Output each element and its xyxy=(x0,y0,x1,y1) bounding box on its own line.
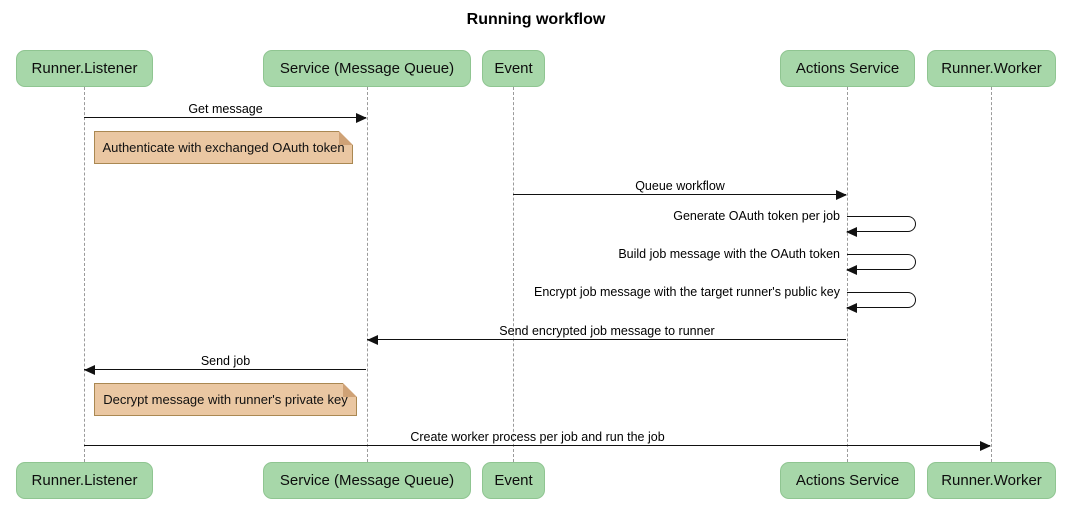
self-loop-encrypt-job-message xyxy=(846,292,916,313)
lifeline-service-message-queue xyxy=(367,87,368,462)
participant-label: Runner.Worker xyxy=(941,472,1042,489)
message-arrow-get-message xyxy=(84,113,367,123)
participant-actions-service-top: Actions Service xyxy=(780,50,915,87)
participant-label: Runner.Listener xyxy=(31,472,138,489)
message-label-generate-oauth-token: Generate OAuth token per job xyxy=(673,209,840,223)
participant-runner-listener-bottom: Runner.Listener xyxy=(16,462,153,499)
note-label: Decrypt message with runner's private ke… xyxy=(103,392,348,407)
self-loop-generate-oauth-token xyxy=(846,216,916,237)
participant-event-top: Event xyxy=(482,50,545,87)
participant-service-message-queue-top: Service (Message Queue) xyxy=(263,50,471,87)
self-loop-build-job-message xyxy=(846,254,916,275)
participant-event-bottom: Event xyxy=(482,462,545,499)
message-label-create-worker-process: Create worker process per job and run th… xyxy=(410,430,665,444)
message-arrow-send-job xyxy=(84,365,367,375)
participant-service-message-queue-bottom: Service (Message Queue) xyxy=(263,462,471,499)
lifeline-runner-worker xyxy=(991,87,992,462)
message-label-send-encrypted-job: Send encrypted job message to runner xyxy=(499,324,715,338)
message-label-build-job-message: Build job message with the OAuth token xyxy=(618,247,840,261)
participant-label: Event xyxy=(494,472,533,489)
lifeline-event xyxy=(513,87,514,462)
message-arrow-queue-workflow xyxy=(513,190,847,200)
note-label: Authenticate with exchanged OAuth token xyxy=(102,140,345,155)
participant-actions-service-bottom: Actions Service xyxy=(780,462,915,499)
participant-label: Actions Service xyxy=(795,60,900,77)
participant-label: Actions Service xyxy=(795,472,900,489)
participant-runner-listener-top: Runner.Listener xyxy=(16,50,153,87)
participant-label: Service (Message Queue) xyxy=(279,472,455,489)
message-label-queue-workflow: Queue workflow xyxy=(635,179,725,193)
note-authenticate-oauth: Authenticate with exchanged OAuth token xyxy=(94,131,353,164)
message-label-send-job: Send job xyxy=(200,354,251,368)
participant-runner-worker-top: Runner.Worker xyxy=(927,50,1056,87)
participant-label: Service (Message Queue) xyxy=(279,60,455,77)
lifeline-runner-listener xyxy=(84,87,85,462)
message-arrow-send-encrypted-job xyxy=(367,335,847,345)
diagram-title: Running workflow xyxy=(466,11,606,28)
participant-label: Event xyxy=(494,60,533,77)
message-arrow-create-worker-process xyxy=(84,441,991,451)
note-decrypt-private-key: Decrypt message with runner's private ke… xyxy=(94,383,357,416)
participant-label: Runner.Worker xyxy=(941,60,1042,77)
participant-runner-worker-bottom: Runner.Worker xyxy=(927,462,1056,499)
message-label-encrypt-job-message: Encrypt job message with the target runn… xyxy=(533,285,840,299)
participant-label: Runner.Listener xyxy=(31,60,138,77)
message-label-get-message: Get message xyxy=(188,102,263,116)
